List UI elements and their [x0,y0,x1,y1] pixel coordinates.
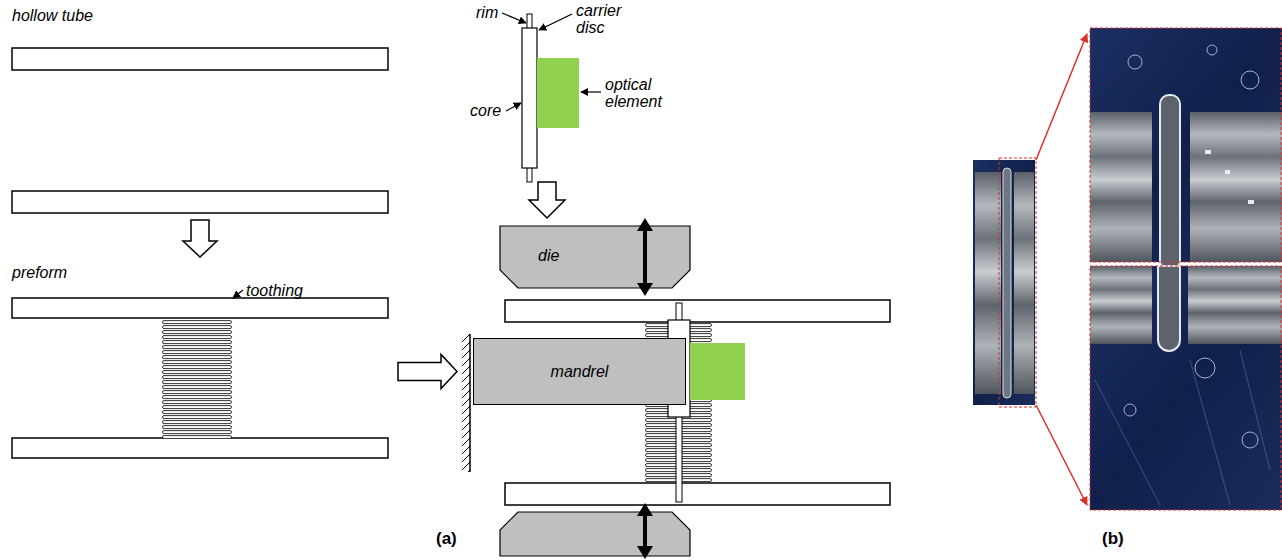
zoom-arrow [1036,405,1087,505]
photo-speck [1225,170,1230,174]
double-arrow [637,283,653,296]
core-shape [522,28,537,168]
part-label: toothing [246,282,303,299]
die-shape [500,226,690,288]
photo-slot [1160,95,1180,270]
photo-metal [1090,266,1152,344]
photo-droplet [1241,71,1259,89]
photo-slot [1003,168,1011,398]
part-name: hollow tube [12,6,93,25]
part-label: rim [476,4,498,21]
optical-element-shape [690,343,745,400]
double-arrow [643,230,647,284]
tube-wall [505,300,890,322]
photo-droplet [1207,45,1217,55]
part-name: mandrel [474,362,685,381]
zoom-arrow [1036,34,1087,160]
photo-speck [1248,200,1254,204]
block-arrow [183,220,217,257]
panel-label: (b) [1102,530,1124,547]
forming-die: die [500,226,690,288]
optical-element-shape [537,58,579,128]
leader-line [581,91,601,92]
leader-line [506,103,521,111]
photo-scratch [1190,360,1230,505]
tube-wall [12,438,388,458]
part-label: optical element [605,76,671,110]
double-arrow [637,218,653,231]
block-arrow [529,182,565,218]
photo-speck [1205,150,1211,154]
tube-wall [12,298,388,318]
photo-droplet [1242,432,1258,448]
part-name: preform [12,263,67,282]
photo-scratch [1095,380,1160,505]
photo-metal [1014,172,1034,394]
photo-droplet [1195,358,1215,378]
fixed-support-hatch [462,334,470,472]
part-label: carrier disc [576,2,638,36]
preform-part: preform [12,263,388,458]
photo-droplet [1124,404,1136,416]
photo-metal [1090,112,1152,262]
fixed-support [469,334,471,472]
die-shape [500,512,690,556]
mandrel-part: mandrel [473,338,686,405]
photo-ground [1090,266,1282,510]
photo-metal [1188,266,1282,344]
photo-metal [1190,112,1282,262]
photo-droplet [1128,55,1142,69]
toothing-teeth [162,320,232,438]
tube-part: hollow tube [12,6,388,213]
leader-line [502,13,526,23]
part-name: die [538,246,559,265]
tube-wall [12,191,388,213]
die-shape [500,226,690,288]
double-arrow [637,546,653,559]
photo-ground [1090,28,1282,262]
photo-scratch [1240,350,1270,470]
zoom-frame [1090,266,1281,510]
block-arrow [398,355,457,389]
leader-line [539,14,572,30]
double-arrow [637,503,653,516]
double-arrow [643,514,647,546]
leader-line [233,290,243,298]
photo-metal [975,172,1001,394]
photo-ground [973,160,1035,405]
part-label: core [470,102,501,119]
zoom-frame [999,158,1036,407]
photo-slot [1158,266,1180,351]
zoom-frame [1090,28,1281,262]
tube-wall [505,483,890,505]
tube-wall [12,48,388,70]
panel-label: (a) [436,530,457,547]
